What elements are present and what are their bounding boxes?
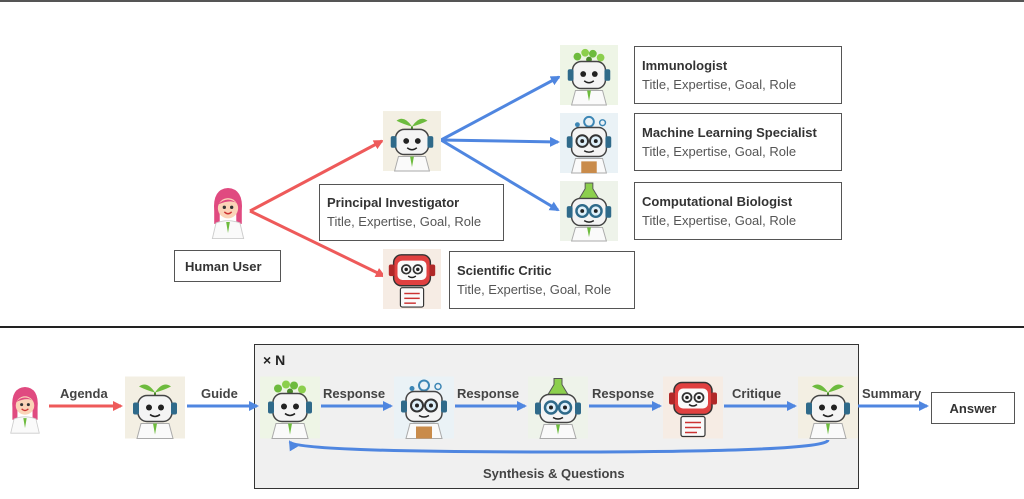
top-rule [0, 0, 1024, 2]
immunologist-title: Immunologist [642, 58, 728, 73]
arrow-pi-to-biologist [440, 138, 560, 212]
arrow-user-to-pi [249, 139, 384, 213]
loop-count-label: × N [263, 352, 286, 368]
biologist-subtitle: Title, Expertise, Goal, Role [642, 213, 797, 228]
critic-icon-bottom [663, 376, 723, 439]
pi-icon-guide [125, 376, 185, 439]
human-user-box: Human User [174, 250, 281, 282]
ml-specialist-subtitle: Title, Expertise, Goal, Role [642, 144, 797, 159]
arrow-pi-to-ml [440, 136, 560, 147]
feedback-label: Synthesis & Questions [483, 466, 625, 481]
ml-specialist-box: Machine Learning Specialist Title, Exper… [634, 113, 842, 171]
ml-specialist-title: Machine Learning Specialist [642, 125, 817, 140]
critic-title: Scientific Critic [457, 263, 552, 278]
critic-subtitle: Title, Expertise, Goal, Role [457, 282, 612, 297]
biologist-title: Computational Biologist [642, 194, 793, 209]
scientific-critic-box: Scientific Critic Title, Expertise, Goal… [449, 251, 635, 309]
section-divider [0, 326, 1024, 328]
response-label-3: Response [592, 386, 655, 401]
human-user-label: Human User [185, 259, 262, 274]
pi-subtitle: Title, Expertise, Goal, Role [327, 214, 482, 229]
agenda-label: Agenda [60, 386, 108, 401]
answer-label: Answer [949, 401, 997, 416]
arrow-feedback [288, 439, 830, 454]
response-label-2: Response [457, 386, 520, 401]
ml-specialist-icon-bottom [394, 376, 454, 439]
biologist-icon-bottom [528, 376, 588, 439]
arrow-user-to-critic [249, 209, 386, 278]
principal-investigator-box: Principal Investigator Title, Expertise,… [319, 184, 504, 241]
human-user-icon-bottom [4, 380, 46, 436]
immunologist-icon-bottom [260, 376, 320, 439]
answer-box: Answer [931, 392, 1015, 424]
immunologist-box: Immunologist Title, Expertise, Goal, Rol… [634, 46, 842, 104]
immunologist-subtitle: Title, Expertise, Goal, Role [642, 77, 797, 92]
computational-biologist-box: Computational Biologist Title, Expertise… [634, 182, 842, 240]
pi-title: Principal Investigator [327, 195, 460, 210]
arrow-pi-to-immunologist [440, 75, 561, 142]
summary-label: Summary [862, 386, 922, 401]
pi-icon-summary [798, 376, 858, 439]
response-label-1: Response [323, 386, 386, 401]
critique-label: Critique [732, 386, 782, 401]
guide-label: Guide [201, 386, 238, 401]
